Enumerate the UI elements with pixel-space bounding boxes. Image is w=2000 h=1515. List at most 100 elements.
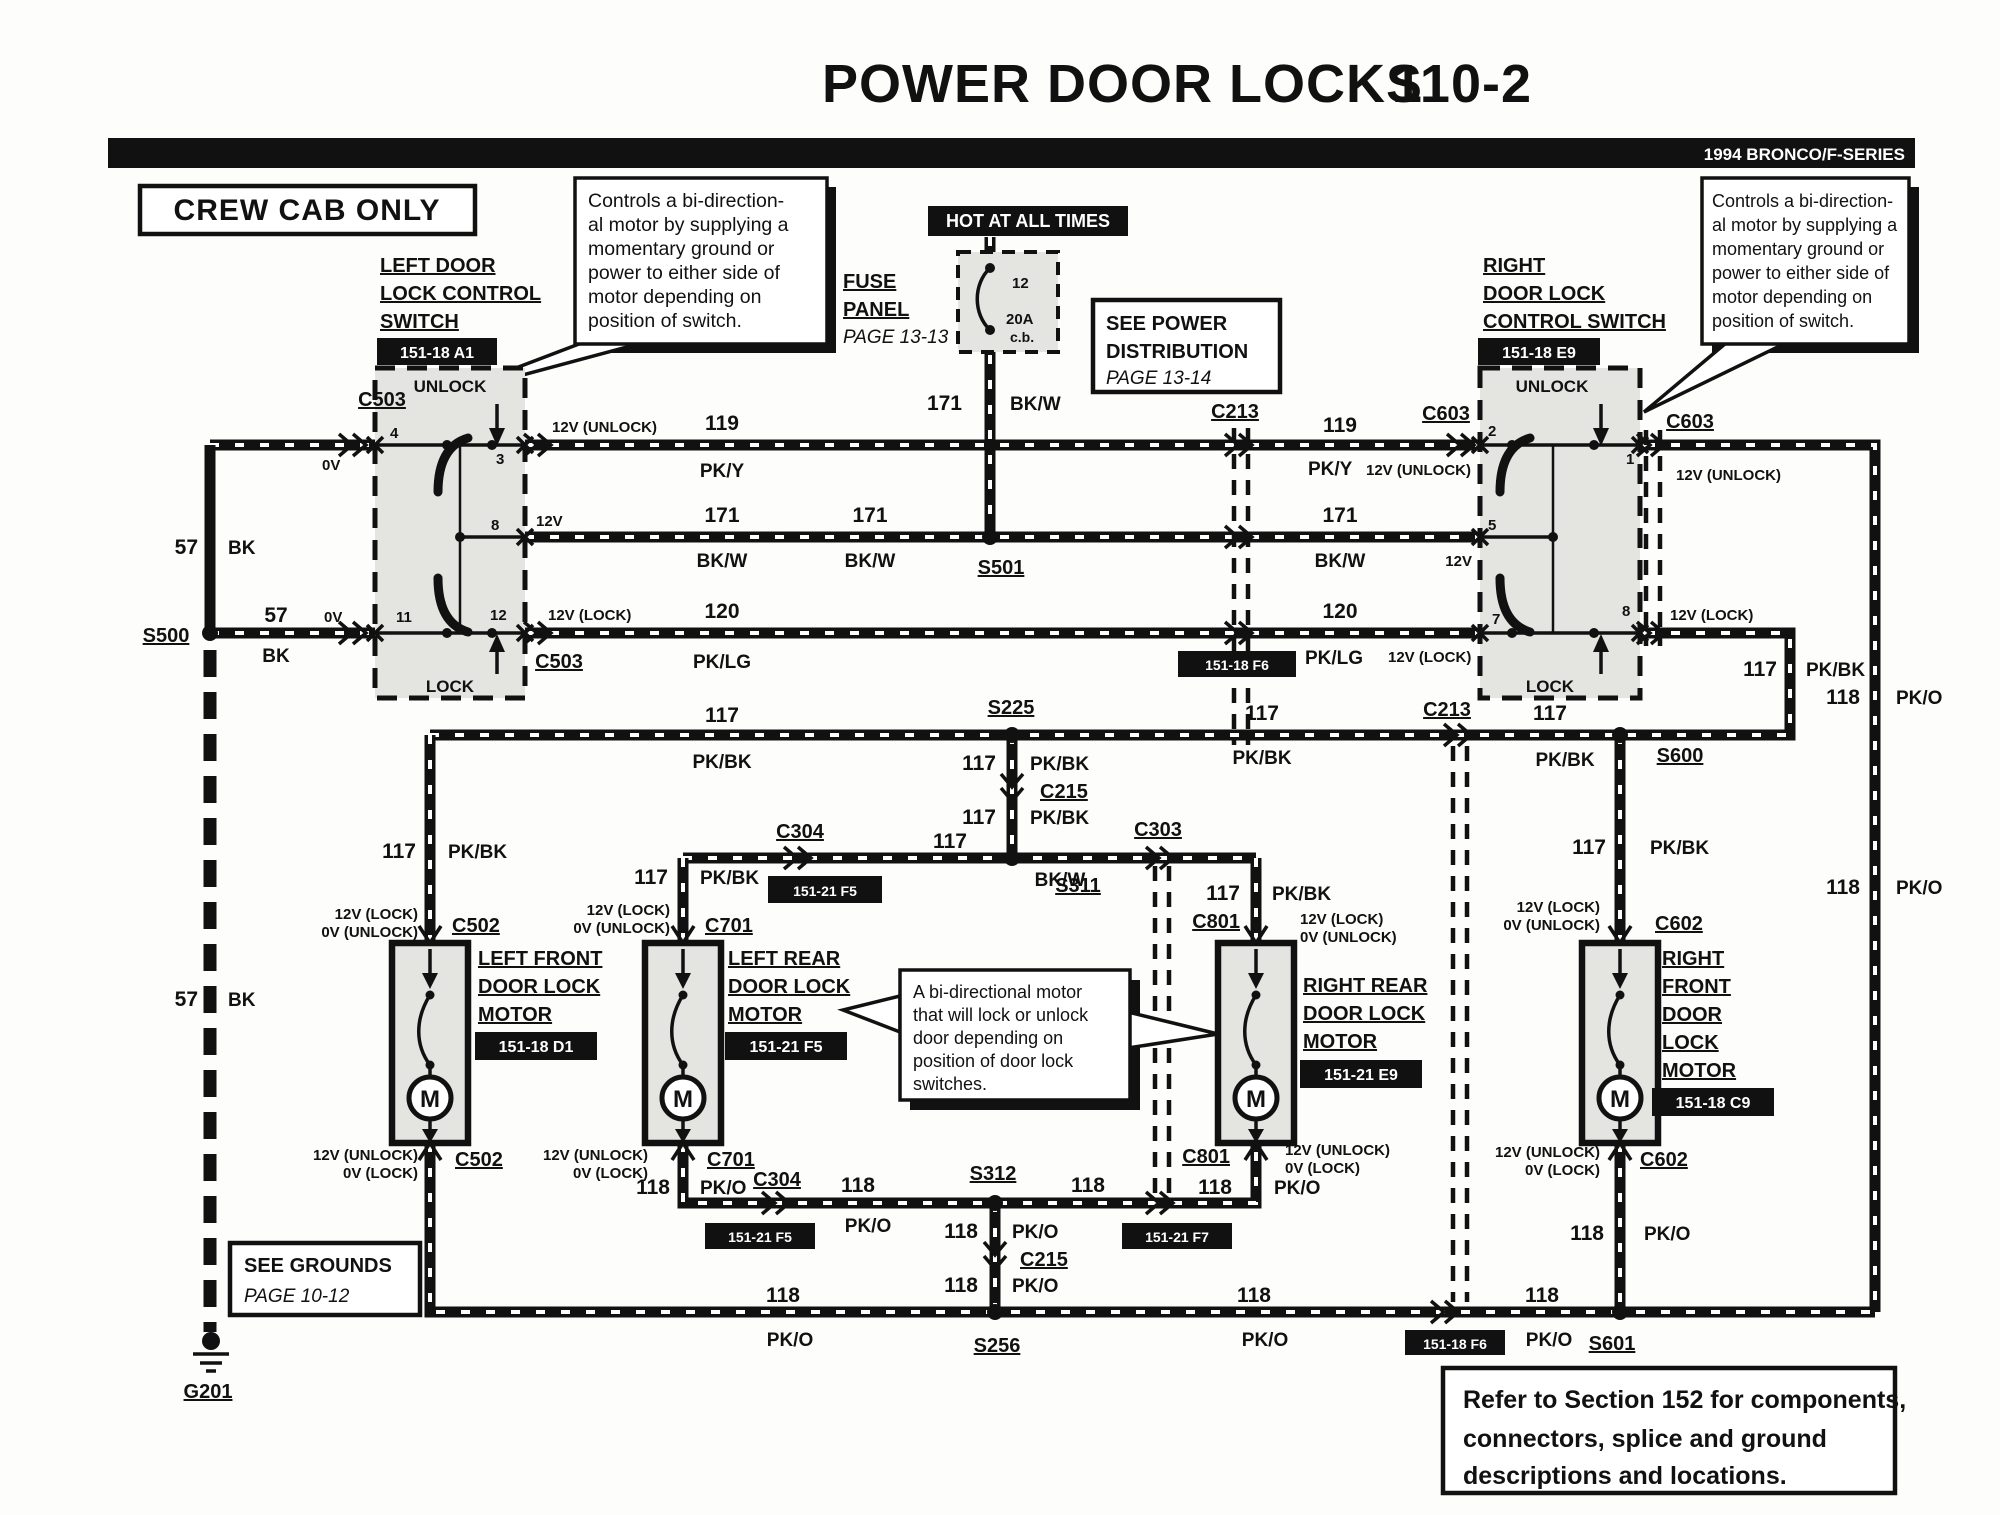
voltage-label: 12V (UNLOCK)	[1495, 1144, 1600, 1161]
ref-box: 151-21 F5	[793, 883, 857, 899]
voltage-label: 12V (LOCK)	[1300, 911, 1383, 928]
wire-number: 117	[1533, 702, 1567, 725]
ref-box: 151-21 F5	[728, 1229, 792, 1245]
wire-number: 118	[636, 1176, 670, 1199]
wire-color: PK/O	[1526, 1330, 1572, 1351]
pin-11: 11	[396, 609, 412, 626]
ref-box: 151-18 E9	[1502, 345, 1576, 362]
left-door-lock-control-switch: LEFT DOOR LOCK CONTROL SWITCH 151-18 A1 …	[365, 255, 541, 701]
voltage-label: 12V (UNLOCK)	[313, 1147, 418, 1164]
wire-color: PK/BK	[1232, 748, 1291, 769]
fuse-panel-label: PANEL	[843, 299, 909, 321]
fuse-panel: FUSE PANEL PAGE 13-13 12 20A c.b.	[843, 250, 1060, 354]
voltage-label: 0V (UNLOCK)	[1503, 917, 1600, 934]
wire-color: PK/BK	[1535, 750, 1594, 771]
connector-c213: C213	[1211, 401, 1259, 423]
voltage-label: 12V (LOCK)	[1388, 649, 1471, 666]
wire-color: PK/BK	[1030, 754, 1089, 775]
left-switch-callout: Controls a bi-direction- al motor by sup…	[436, 176, 836, 400]
component-label: RIGHT	[1483, 255, 1545, 277]
pin-3: 3	[496, 451, 504, 468]
hot-at-all-times: HOT AT ALL TIMES	[928, 206, 1128, 236]
wire-number: 118	[1198, 1176, 1232, 1199]
wire-number: 120	[704, 600, 739, 623]
switch-wiper	[433, 573, 473, 637]
page-number: 110-2	[1392, 54, 1532, 114]
refer-note: Refer to Section 152 for components, con…	[1440, 1365, 1906, 1496]
splice-g201: G201	[184, 1381, 233, 1403]
connector-c304: C304	[776, 821, 825, 843]
lock-arrow-icon	[489, 634, 505, 674]
ref-box: 151-18 F6	[1423, 1336, 1487, 1352]
voltage-label: 12V (LOCK)	[335, 906, 418, 923]
connector-c602: C602	[1655, 913, 1703, 935]
lock-arrow-icon	[1593, 634, 1609, 674]
wire-color: PK/O	[1012, 1222, 1058, 1243]
pin-8: 8	[491, 517, 499, 534]
wire-number: 117	[1743, 658, 1777, 681]
voltage-label: 12V (LOCK)	[587, 902, 670, 919]
voltage-label: 12V	[536, 513, 563, 530]
wire-number: 117	[962, 806, 996, 829]
wire-number: 120	[1322, 600, 1357, 623]
voltage-label: 0V	[324, 609, 342, 626]
wire-color: PK/BK	[1650, 838, 1709, 859]
connector-c215: C215	[1040, 781, 1088, 803]
splice-dot-s600	[1612, 727, 1628, 743]
wire-117-lock-loop	[1620, 627, 1796, 741]
callout-line: momentary ground or	[1712, 239, 1884, 259]
splice-s312: S312	[970, 1163, 1017, 1185]
wire-number: 118	[1525, 1284, 1559, 1307]
connector-c701: C701	[707, 1149, 755, 1171]
wire-number: 119	[1323, 414, 1357, 437]
unlock-arrow-icon	[1593, 404, 1609, 446]
voltage-label: 0V (UNLOCK)	[573, 920, 670, 937]
wire-number: 171	[927, 392, 962, 415]
wire-number: 57	[175, 536, 198, 559]
unlock-label: UNLOCK	[414, 377, 487, 396]
component-label: LEFT DOOR	[380, 255, 496, 277]
wire-color: PK/O	[1012, 1276, 1058, 1297]
voltage-label: 0V (UNLOCK)	[1300, 929, 1397, 946]
splice-dots	[202, 529, 1628, 1320]
callout-line: position of door lock	[913, 1051, 1074, 1071]
switch-body	[1477, 365, 1643, 701]
fuse-panel-label: FUSE	[843, 271, 896, 293]
wire-number: 57	[264, 604, 287, 627]
wire-color: PK/LG	[693, 652, 751, 673]
wire-number: 117	[933, 830, 967, 853]
wire-number: 118	[944, 1220, 978, 1243]
component-label: DOOR LOCK	[728, 976, 851, 998]
voltage-label: 0V (LOCK)	[573, 1165, 648, 1182]
component-label: RIGHT REAR	[1303, 975, 1428, 997]
connector-c701: C701	[705, 915, 753, 937]
unlock-label: UNLOCK	[1516, 377, 1589, 396]
wire-number: 171	[704, 504, 739, 527]
callout-line: power to either side of	[1712, 263, 1890, 283]
callout-line: power to either side of	[588, 262, 780, 284]
pin-7: 7	[1492, 611, 1500, 628]
right-front-door-lock-motor: RIGHT FRONT DOOR LOCK MOTOR 151-18 C9	[1582, 924, 1774, 1162]
voltage-label: 12V (UNLOCK)	[1676, 467, 1781, 484]
right-rear-door-lock-motor: RIGHT REAR DOOR LOCK MOTOR 151-21 E9	[1218, 924, 1428, 1162]
wire-57-bk	[203, 439, 375, 1332]
see-grounds-note: SEE GROUNDS PAGE 10-12	[227, 1240, 423, 1318]
fuse-type: c.b.	[1010, 329, 1034, 345]
crew-cab-note: CREW CAB ONLY	[137, 183, 478, 237]
voltage-label: 12V (UNLOCK)	[543, 1147, 648, 1164]
splice-dot-s601	[1612, 1304, 1628, 1320]
left-rear-door-lock-motor: LEFT REAR DOOR LOCK MOTOR 151-21 F5	[645, 924, 851, 1162]
component-label: CONTROL SWITCH	[1483, 311, 1666, 333]
voltage-label: 0V (LOCK)	[1285, 1160, 1360, 1177]
component-label: DOOR	[1662, 1004, 1723, 1026]
wire-number: 117	[382, 840, 416, 863]
splice-dot-s500	[202, 625, 218, 641]
header-bar	[108, 138, 1915, 168]
callout-line: motor depending on	[1712, 287, 1872, 307]
wire-color: BK/W	[697, 551, 748, 572]
ref-box: 151-21 F5	[750, 1039, 823, 1056]
note-line: descriptions and locations.	[1463, 1462, 1787, 1490]
pin-8: 8	[1622, 603, 1630, 620]
callout-line: position of switch.	[1712, 311, 1854, 331]
wire-color: BK/W	[1010, 394, 1061, 415]
